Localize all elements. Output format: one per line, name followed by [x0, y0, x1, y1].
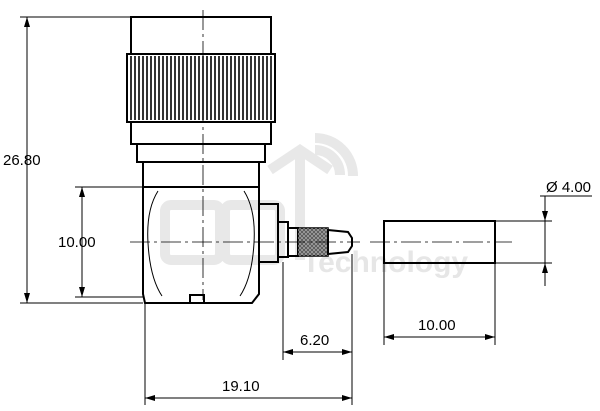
dim-body-height: 10.00 — [58, 186, 143, 298]
dim-body-height-label: 10.00 — [58, 234, 96, 251]
crosshatch-line — [299, 228, 328, 256]
crosshatch-line — [315, 228, 328, 241]
dim-total-width: 19.10 — [144, 303, 353, 405]
center-lines — [130, 10, 512, 300]
dim-ferrule-length-label: 10.00 — [418, 317, 456, 334]
crosshatch-line — [298, 241, 313, 256]
dim-diameter: Ø 4.00 — [495, 179, 592, 286]
dim-total-height: 26.80 — [3, 16, 143, 304]
crosshatch-line — [298, 228, 309, 239]
crosshatch-line — [319, 247, 328, 256]
crosshatch-line — [298, 249, 305, 256]
crosshatch-line — [298, 228, 313, 243]
crosshatch-line — [315, 243, 328, 256]
ferrule-part — [383, 220, 496, 264]
knurl-pattern — [130, 56, 272, 120]
crosshatch-line — [298, 228, 305, 235]
dim-ferrule-length: 10.00 — [383, 263, 496, 345]
connector-top-body — [126, 16, 276, 187]
crosshatch-line — [298, 245, 309, 256]
dim-crimp-length-label: 6.20 — [300, 332, 329, 349]
dim-total-width-label: 19.10 — [222, 378, 260, 395]
crosshatch-line — [298, 228, 321, 251]
dim-total-height-label: 26.80 — [3, 152, 41, 169]
dim-diameter-label: Ø 4.00 — [546, 179, 591, 196]
crosshatch-line — [319, 228, 328, 237]
dim-crimp-length: 6.20 — [282, 254, 353, 360]
